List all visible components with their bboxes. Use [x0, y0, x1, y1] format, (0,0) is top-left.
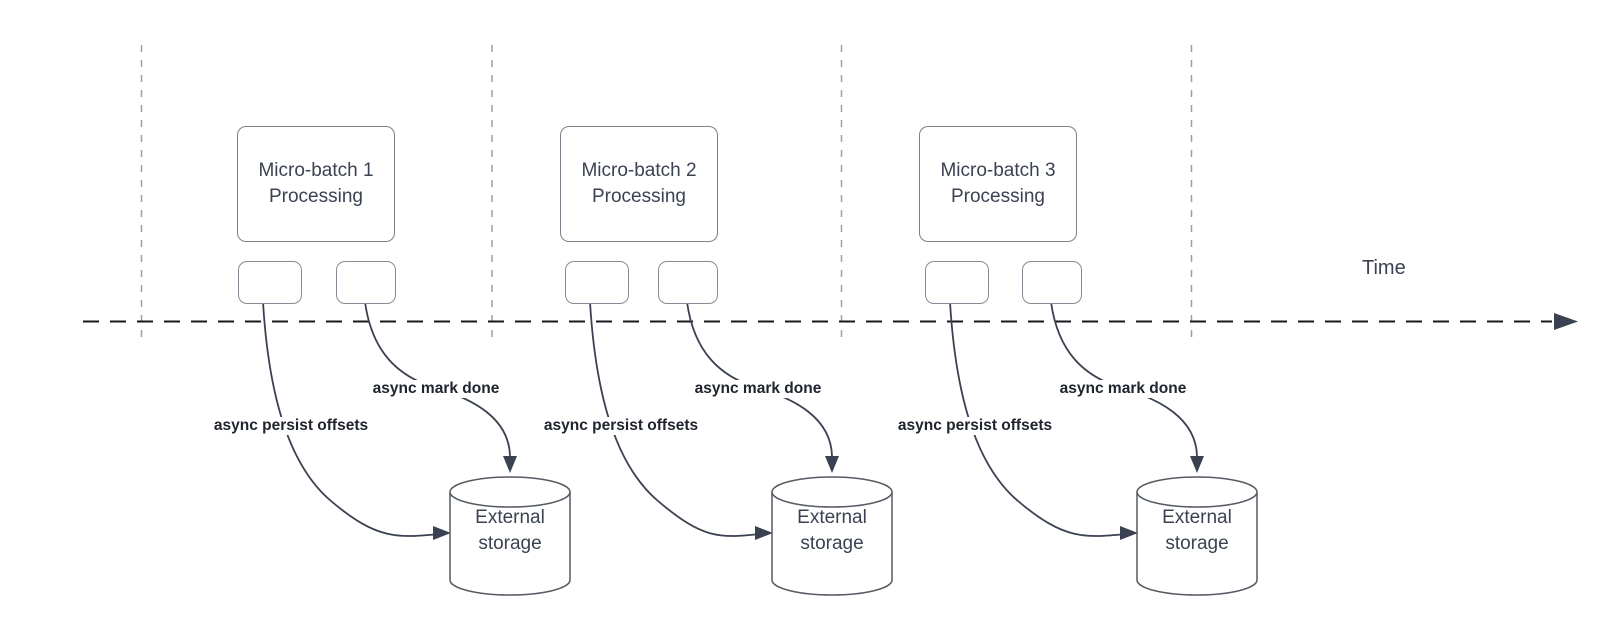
cylinder-body	[449, 492, 571, 596]
cylinder-top	[771, 476, 893, 508]
mark-done-arrowhead-3-icon	[1190, 456, 1204, 473]
storage-cylinder-1	[449, 476, 571, 596]
mark-done-arrow-1	[364, 301, 511, 457]
mark-done-task-box-3	[1022, 261, 1082, 304]
persist-arrowhead-3-icon	[1120, 526, 1138, 540]
cylinder-body	[771, 492, 893, 596]
time-axis-label: Time	[1362, 257, 1406, 279]
persist-task-box-1	[238, 261, 302, 304]
time-axis	[83, 313, 1578, 330]
interval-lines	[140, 45, 1193, 342]
micro-batch-1-node: Micro-batch 1 Processing	[237, 126, 395, 242]
storage-label-3: External storage	[1162, 507, 1232, 554]
mark-done-label-3: async mark done	[1056, 380, 1190, 398]
persist-arrowhead-2-icon	[755, 526, 773, 540]
time-axis-arrowhead-icon	[1554, 313, 1578, 330]
persist-offsets-label-3: async persist offsets	[894, 417, 1056, 435]
mark-done-arrow-2	[686, 301, 833, 457]
micro-batch-2-node: Micro-batch 2 Processing	[560, 126, 718, 242]
persist-arrowhead-1-icon	[433, 526, 451, 540]
persist-task-box-2	[565, 261, 629, 304]
async-edges	[262, 301, 1198, 537]
persist-task-box-3	[925, 261, 989, 304]
storage-cylinder-2	[771, 476, 893, 596]
cylinder-top	[449, 476, 571, 508]
storage-label-1: External storage	[475, 507, 545, 554]
mark-done-arrow-3	[1050, 301, 1198, 457]
storage-cylinder-3	[1136, 476, 1258, 596]
persist-offsets-arrow-1	[262, 301, 440, 537]
async-edge-arrowheads	[433, 456, 1204, 540]
persist-offsets-arrow-3	[949, 301, 1127, 537]
mark-done-arrowhead-2-icon	[825, 456, 839, 473]
mark-done-arrowhead-1-icon	[503, 456, 517, 473]
cylinder-top	[1136, 476, 1258, 508]
mark-done-task-box-2	[658, 261, 718, 304]
cylinder-body	[1136, 492, 1258, 596]
micro-batch-3-node: Micro-batch 3 Processing	[919, 126, 1077, 242]
persist-offsets-arrow-2	[589, 301, 762, 537]
persist-offsets-label-2: async persist offsets	[540, 417, 702, 435]
persist-offsets-label-1: async persist offsets	[210, 417, 372, 435]
storage-label-2: External storage	[797, 507, 867, 554]
storage-cylinders	[449, 476, 1258, 596]
mark-done-label-1: async mark done	[369, 380, 503, 398]
mark-done-task-box-1	[336, 261, 396, 304]
mark-done-label-2: async mark done	[691, 380, 825, 398]
